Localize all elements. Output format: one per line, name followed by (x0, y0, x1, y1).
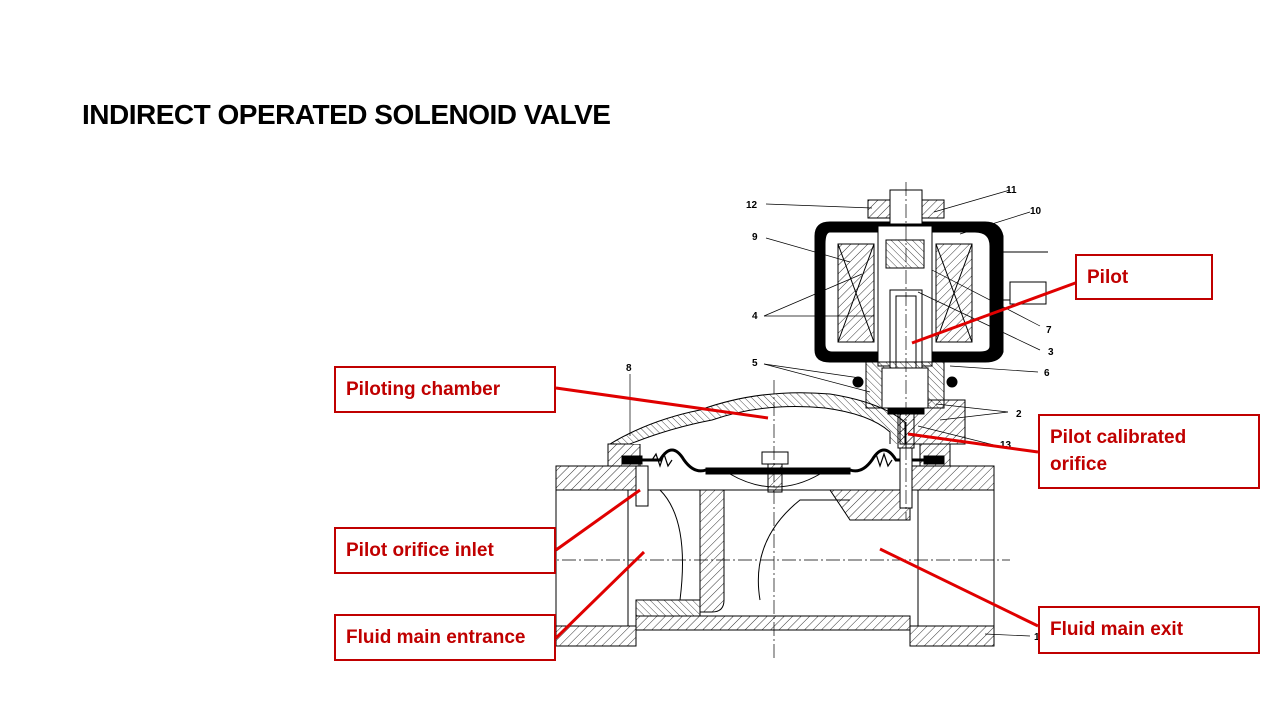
fluid-main-exit-pointer (879, 547, 1039, 628)
part-numbers: 12 11 10 9 4 7 3 5 6 8 2 13 1 (626, 185, 1054, 643)
callout-pointers (554, 280, 1079, 640)
slide-title: INDIRECT OPERATED SOLENOID VALVE (82, 99, 611, 130)
part-number-1: 1 (1034, 632, 1040, 643)
pilot-orifice-inlet-pointer (555, 488, 641, 552)
pilot-pointer (911, 280, 1079, 345)
fluid-main-entrance-pointer (554, 550, 646, 640)
part-number-10: 10 (1030, 206, 1042, 217)
part-number-5: 5 (752, 358, 758, 369)
piloting-chamber-pointer (555, 386, 769, 420)
part-number-7: 7 (1046, 325, 1052, 336)
part-number-11: 11 (1006, 185, 1017, 196)
part-number-6: 6 (1044, 368, 1050, 379)
callout-pilot: Pilot (1075, 254, 1213, 300)
callout-pilot-calibrated-orifice: Pilot calibrated orifice (1038, 414, 1260, 489)
part-number-2: 2 (1016, 409, 1022, 420)
part-number-9: 9 (752, 232, 758, 243)
part-number-8: 8 (626, 363, 632, 374)
part-number-4: 4 (752, 311, 758, 322)
callout-fluid-main-exit: Fluid main exit (1038, 606, 1260, 654)
callout-fluid-main-entrance: Fluid main entrance (334, 614, 556, 661)
part-number-12: 12 (746, 200, 758, 211)
pilot-calibrated-orifice-pointer (907, 432, 1039, 454)
callout-pilot-orifice-inlet: Pilot orifice inlet (334, 527, 556, 574)
part-number-13: 13 (1000, 440, 1012, 451)
centerlines (540, 182, 1010, 660)
callout-piloting-chamber: Piloting chamber (334, 366, 556, 413)
valve-body (555, 443, 995, 647)
part-leader-lines (629, 189, 1041, 637)
part-number-3: 3 (1048, 347, 1054, 358)
